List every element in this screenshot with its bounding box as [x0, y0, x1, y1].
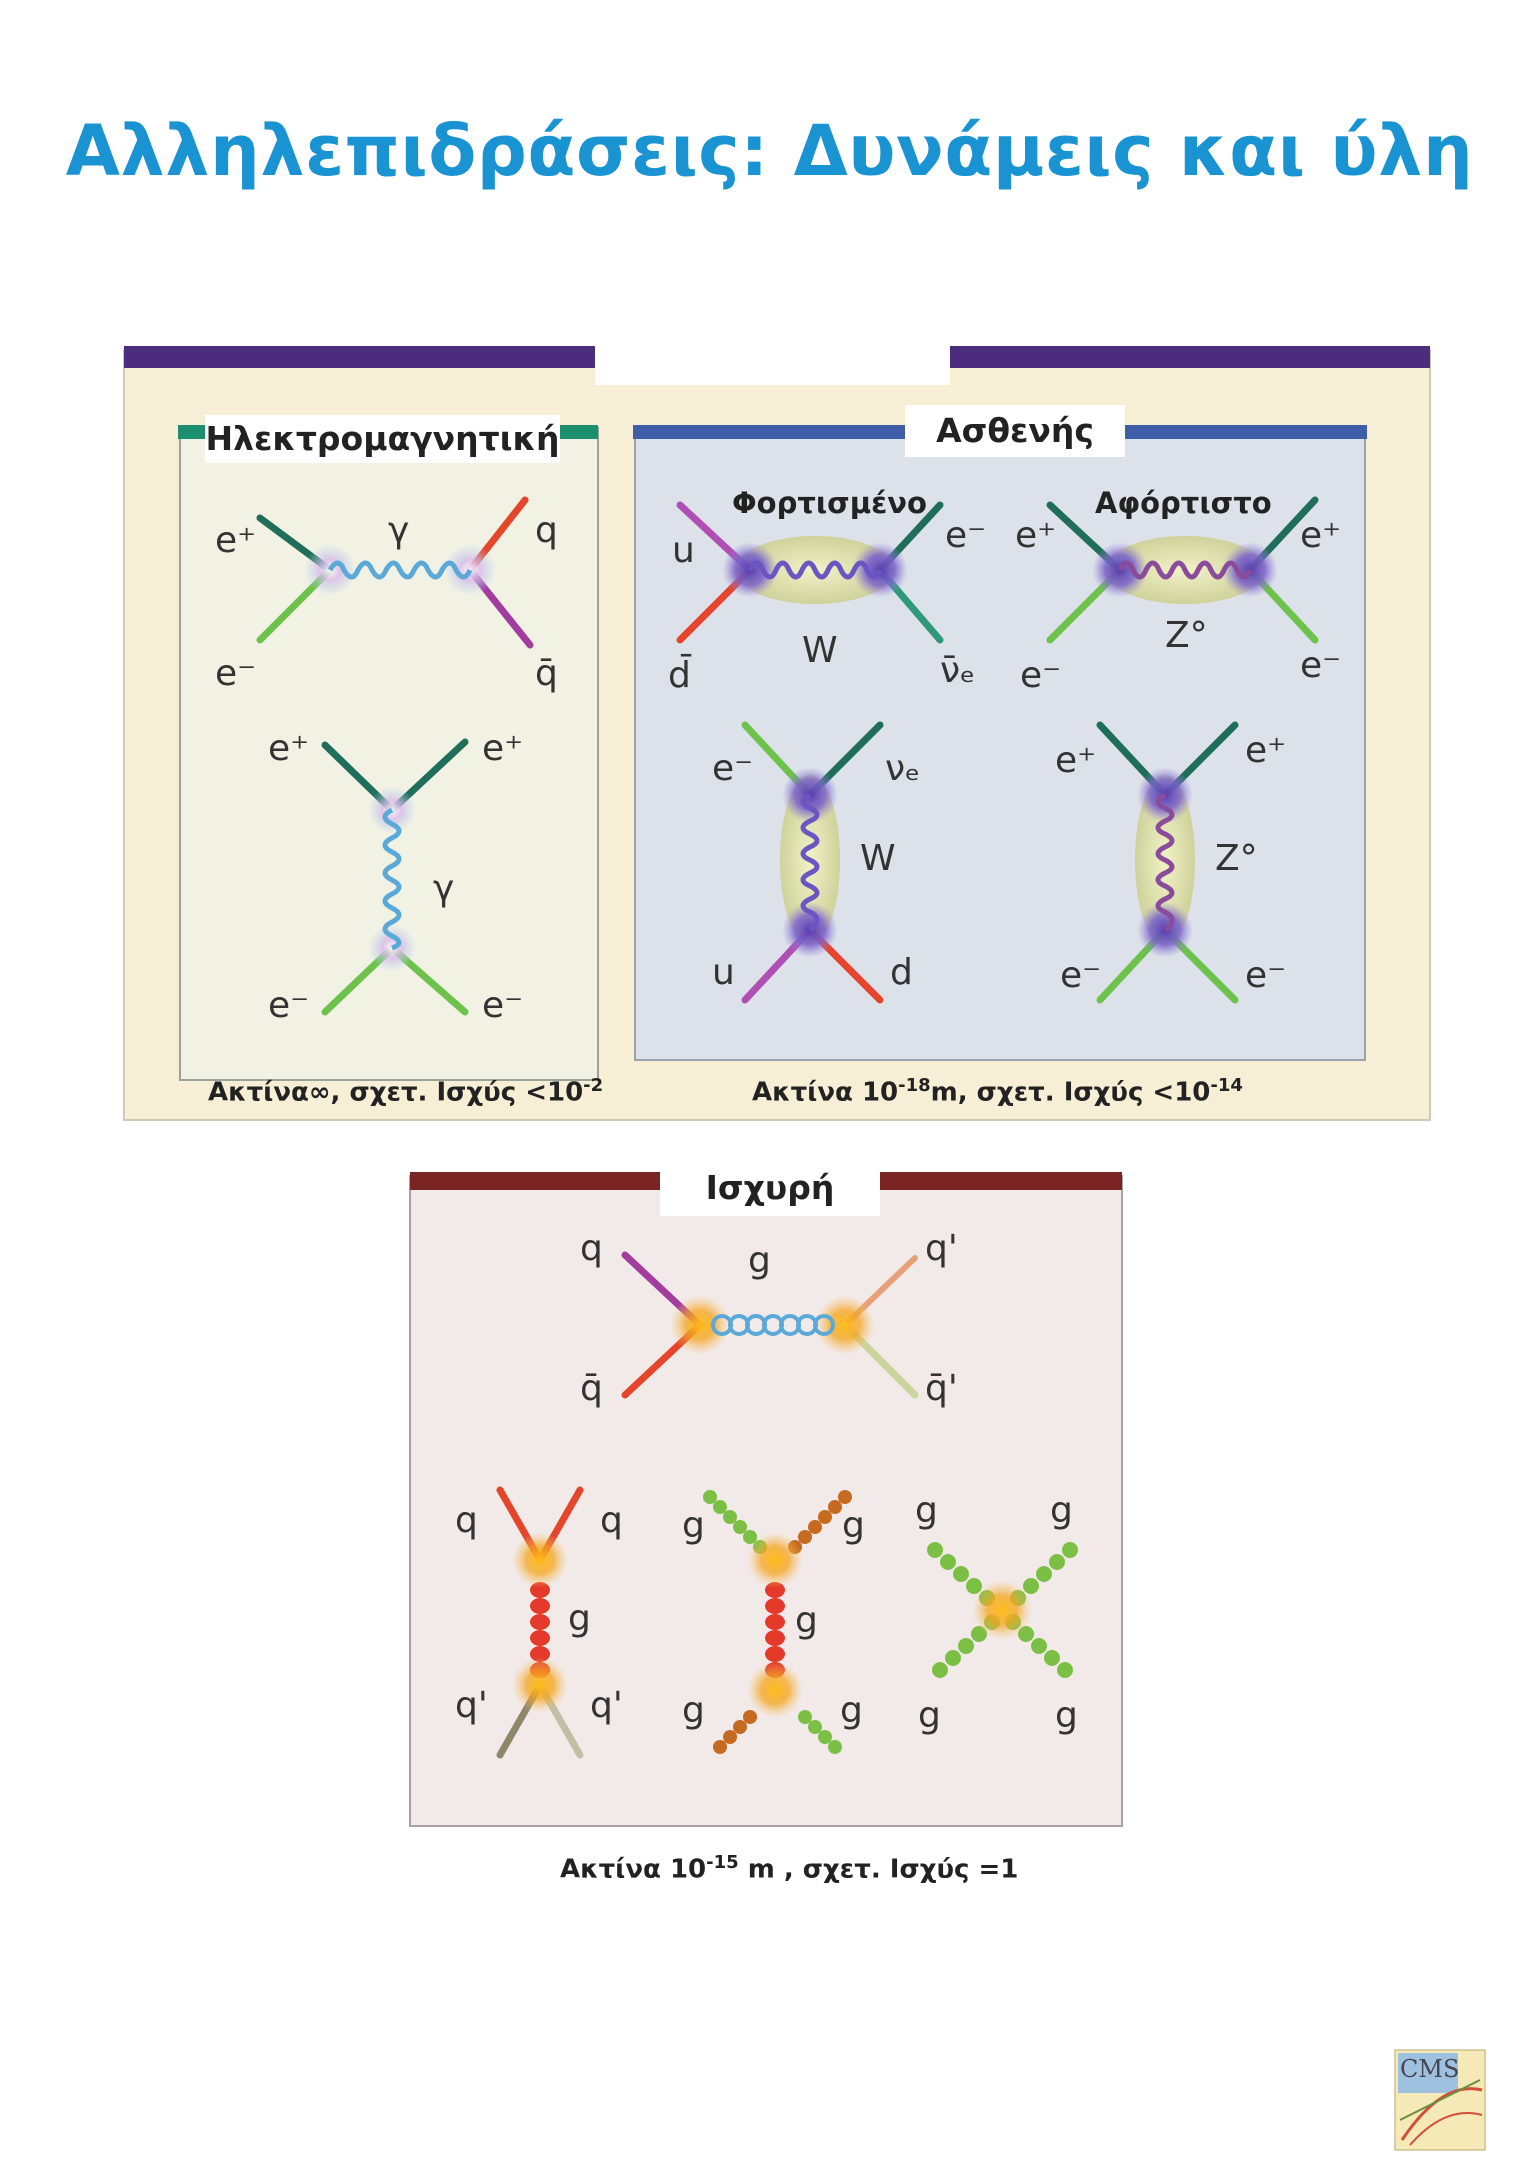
weak-diagram-1: [676, 501, 944, 644]
top-bar-left: [124, 346, 595, 368]
weak-d3-bottom-left: u: [712, 952, 735, 993]
strong-diagram-3: [703, 1490, 852, 1754]
strong-d1-bottom-right: q̄': [925, 1368, 958, 1409]
strong-d4-bottom-right: g: [1055, 1695, 1078, 1736]
weak-d3-top-left: e⁻: [712, 748, 754, 789]
cms-logo-text: CMS: [1400, 2055, 1460, 2083]
em-d2-boson: γ: [433, 868, 455, 909]
weak-charged-label: Φορτισμένο: [732, 486, 927, 520]
em-d2-top-left: e⁺: [268, 728, 310, 769]
weak-d3-top-right: νₑ: [885, 748, 921, 789]
strong-d3-top-right: g: [842, 1505, 865, 1546]
weak-d4-bottom-left: e⁻: [1060, 955, 1102, 996]
weak-diagram-2: [1046, 496, 1319, 644]
weak-diagram-3: [741, 721, 884, 1004]
strong-d2-boson: g: [568, 1598, 591, 1639]
strong-d1-top-right: q': [925, 1228, 958, 1269]
strong-diagram-1: [621, 1251, 919, 1399]
weak-d4-top-right: e⁺: [1245, 730, 1287, 771]
strong-d2-bottom-left: q': [455, 1685, 488, 1726]
weak-d2-boson: Z°: [1165, 615, 1208, 656]
strong-d4-top-right: g: [1050, 1490, 1073, 1531]
weak-d1-boson: W: [802, 630, 838, 671]
strong-d1-bottom-left: q̄: [580, 1368, 603, 1409]
em-diagram-2: [321, 738, 469, 1016]
weak-neutral-label: Αφόρτιστο: [1095, 486, 1272, 520]
strong-d1-top-left: q: [580, 1228, 603, 1269]
weak-d2-top-right: e⁺: [1300, 515, 1342, 556]
photon-propagator: [327, 560, 473, 580]
em-d1-bottom-left: e⁻: [215, 653, 257, 694]
weak-d2-top-left: e⁺: [1015, 515, 1057, 556]
strong-d2-top-left: q: [455, 1500, 478, 1541]
strong-d1-boson: g: [748, 1240, 771, 1281]
em-d1-bottom-right: q̄: [535, 653, 558, 694]
em-d2-bottom-right: e⁻: [482, 985, 524, 1026]
weak-d2-bottom-right: e⁻: [1300, 645, 1342, 686]
weak-d4-boson: Z°: [1215, 838, 1258, 879]
weak-d3-bottom-right: d: [890, 952, 913, 993]
em-d2-top-right: e⁺: [482, 728, 524, 769]
photon-propagator: [382, 807, 402, 951]
strong-diagram-2: [496, 1486, 584, 1759]
em-d1-top-right: q: [535, 510, 558, 551]
em-diagram-1: [256, 496, 534, 649]
em-caption: Ακτίνα∞, σχετ. Ισχύς <10-2: [208, 1075, 604, 1108]
weak-diagram-4: [1096, 721, 1239, 1004]
strong-d3-bottom-left: g: [682, 1690, 705, 1731]
weak-d1-bottom-right: ν̄ₑ: [940, 650, 976, 691]
cms-logo: [1394, 2049, 1486, 2151]
page-title: Αλληλεπιδράσεις: Δυνάμεις και ύλη: [65, 110, 1474, 192]
em-d1-boson: γ: [388, 510, 410, 551]
strong-d3-boson: g: [795, 1600, 818, 1641]
strong-d2-top-right: q: [600, 1500, 623, 1541]
strong-caption: Ακτίνα 10-15 m , σχετ. Ισχύς =1: [560, 1852, 1019, 1885]
weak-d3-boson: W: [860, 838, 896, 879]
weak-panel: [633, 425, 1367, 1061]
strong-d4-top-left: g: [915, 1490, 938, 1531]
em-panel-label: Ηλεκτρομαγνητική: [205, 415, 560, 463]
weak-d1-top-right: e⁻: [945, 515, 987, 556]
gluon-propagator: [711, 1314, 835, 1336]
weak-d1-top-left: u: [672, 530, 695, 571]
strong-d3-top-left: g: [682, 1505, 705, 1546]
weak-d2-bottom-left: e⁻: [1020, 655, 1062, 696]
strong-d4-bottom-left: g: [918, 1695, 941, 1736]
weak-panel-label: Ασθενής: [905, 405, 1125, 457]
strong-d2-bottom-right: q': [590, 1685, 623, 1726]
strong-panel-label: Ισχυρή: [660, 1160, 880, 1216]
weak-d4-top-left: e⁺: [1055, 740, 1097, 781]
em-d2-bottom-left: e⁻: [268, 985, 310, 1026]
weak-d4-bottom-right: e⁻: [1245, 955, 1287, 996]
strong-d3-bottom-right: g: [840, 1690, 863, 1731]
weak-caption: Ακτίνα 10-18m, σχετ. Ισχύς <10-14: [752, 1075, 1243, 1108]
weak-d1-bottom-left: d̄: [668, 655, 691, 696]
top-bar-right: [950, 346, 1430, 368]
em-d1-top-left: e⁺: [215, 520, 257, 561]
strong-diagram-4: [927, 1542, 1078, 1678]
